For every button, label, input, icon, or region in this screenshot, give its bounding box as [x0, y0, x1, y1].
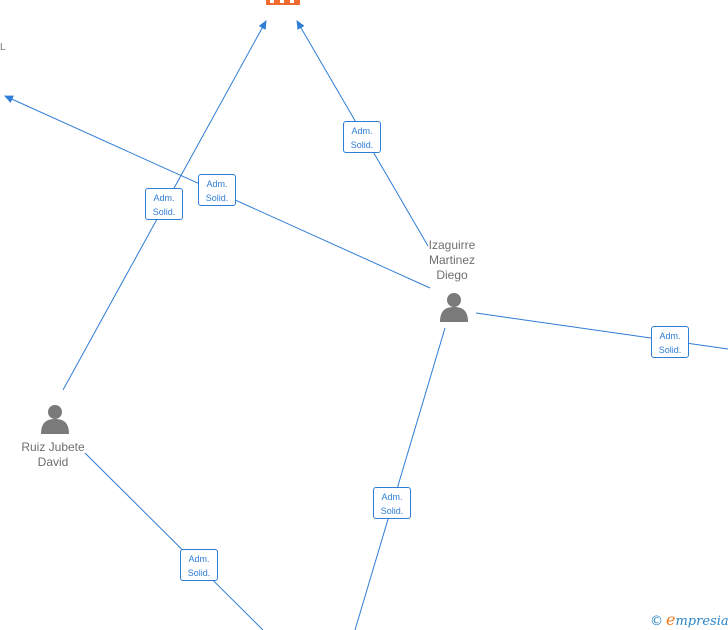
- left-node-label: L: [0, 42, 6, 53]
- name-line: Ruiz Jubete: [21, 440, 85, 454]
- edge-label-izaguirre-left[interactable]: Adm. Solid.: [198, 174, 236, 206]
- edge-label-ruiz-company[interactable]: Adm. Solid.: [145, 188, 183, 220]
- person-icon: [440, 293, 468, 322]
- edge-label-line: Adm.: [659, 331, 681, 341]
- name-line: Martinez: [428, 253, 475, 267]
- edge-label-line: Solid.: [187, 568, 211, 578]
- edge-label-line: Solid.: [350, 140, 374, 150]
- edge-label-line: Adm.: [351, 126, 373, 136]
- edge-label-line: Solid.: [152, 207, 176, 217]
- edge-izaguirre-to-bottom: [354, 327, 446, 630]
- brand-name: mpresia: [675, 614, 728, 629]
- person-node-izaguirre[interactable]: [440, 293, 468, 322]
- brand-initial: e: [666, 610, 676, 629]
- brand-watermark: ©empresia: [650, 610, 728, 629]
- edge-ruiz-to-bottom: [84, 452, 264, 630]
- edge-label-line: Adm.: [381, 492, 403, 502]
- edge-label-line: Adm.: [153, 193, 175, 203]
- copyright-icon: ©: [650, 614, 663, 629]
- name-line: Diego: [436, 268, 468, 282]
- person-node-ruiz[interactable]: [41, 405, 69, 434]
- person-icon: [41, 405, 69, 434]
- person-name-izaguirre[interactable]: Izaguirre Martinez Diego: [392, 238, 512, 283]
- edge-label-line: Solid.: [205, 193, 229, 203]
- building-icon: [266, 0, 300, 5]
- edge-label-line: Solid.: [658, 345, 682, 355]
- name-line: Izaguirre: [428, 238, 476, 252]
- edge-izaguirre-to-right: [475, 312, 728, 350]
- edge-label-ruiz-bottom[interactable]: Adm. Solid.: [180, 549, 218, 581]
- company-node[interactable]: [266, 0, 300, 5]
- edge-label-izaguirre-bottom[interactable]: Adm. Solid.: [373, 487, 411, 519]
- edge-label-line: Adm.: [206, 179, 228, 189]
- edge-label-izaguirre-right[interactable]: Adm. Solid.: [651, 326, 689, 358]
- person-name-ruiz[interactable]: Ruiz Jubete David: [0, 440, 113, 470]
- name-line: David: [37, 455, 69, 469]
- edge-label-line: Solid.: [380, 506, 404, 516]
- edge-label-izaguirre-company[interactable]: Adm. Solid.: [343, 121, 381, 153]
- edge-label-line: Adm.: [188, 554, 210, 564]
